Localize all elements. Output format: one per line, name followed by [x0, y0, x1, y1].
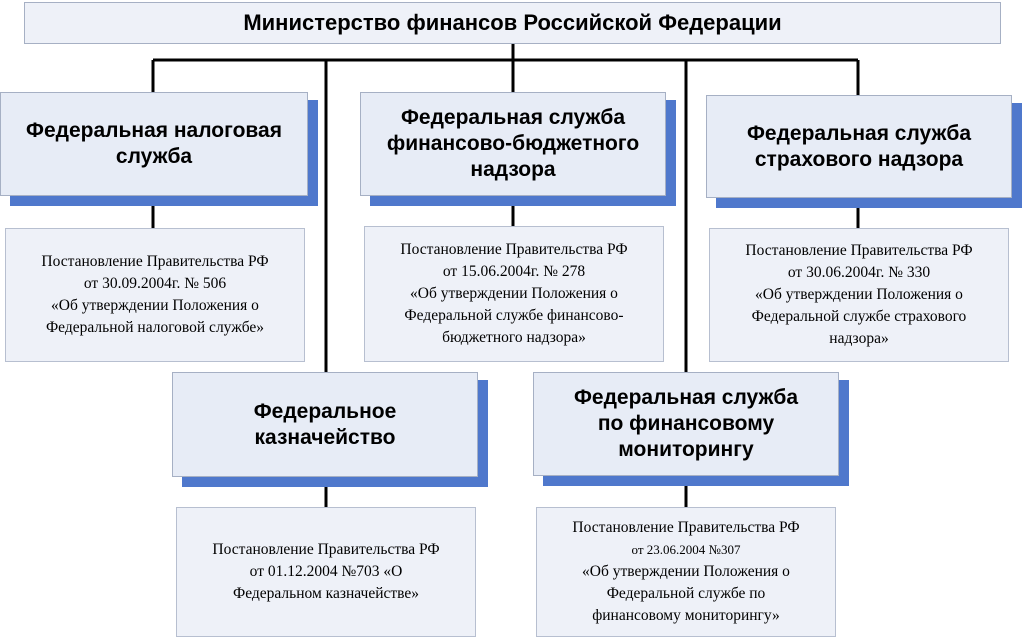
regulation-line: Федеральной налоговой службе» — [45, 319, 265, 336]
service-box-monitoring: Федеральная служба по финансовому монито… — [533, 372, 839, 476]
regulation-line: «Об утверждении Положения о — [410, 285, 618, 302]
regulation-line: Постановление Правительства РФ — [41, 253, 269, 270]
regulation-box-tax: Постановление Правительства РФ от 30.09.… — [5, 228, 305, 362]
regulation-line: Постановление Правительства РФ — [745, 242, 973, 259]
regulation-box-monitoring: Постановление Правительства РФ от 23.06.… — [536, 507, 836, 637]
regulation-line: от 30.09.2004г. № 506 — [83, 275, 227, 292]
service-box-treasury: Федеральное казначейство — [172, 372, 478, 477]
regulation-box-budget: Постановление Правительства РФ от 15.06.… — [364, 226, 664, 362]
regulation-line: Федеральном казначействе» — [232, 585, 420, 602]
regulation-line: от 15.06.2004г. № 278 — [442, 263, 586, 280]
regulation-line: Федеральной службе финансово- — [404, 307, 624, 324]
regulation-line: «Об утверждении Положения о — [51, 297, 259, 314]
regulation-line: «Об утверждении Положения о — [582, 563, 790, 580]
regulation-line: от 01.12.2004 №703 «О — [249, 563, 403, 580]
regulation-line: Федеральной службе страхового — [751, 308, 967, 325]
regulation-line: Постановление Правительства РФ — [572, 519, 800, 536]
service-box-tax: Федеральная налоговая служба — [0, 92, 308, 196]
regulation-box-insurance: Постановление Правительства РФ от 30.06.… — [709, 228, 1009, 362]
regulation-line: Постановление Правительства РФ — [400, 241, 628, 258]
regulation-line: финансовому мониторингу» — [592, 607, 780, 624]
regulation-line: «Об утверждении Положения о — [755, 286, 963, 303]
regulation-line: Постановление Правительства РФ — [212, 541, 440, 558]
regulation-line: от 23.06.2004 №307 — [631, 542, 741, 557]
service-name: Федеральная служба по финансовому монито… — [573, 386, 799, 461]
service-name: Федеральная налоговая служба — [26, 119, 282, 168]
service-name: Федеральное казначейство — [253, 399, 397, 449]
regulation-line: от 30.06.2004г. № 330 — [787, 264, 931, 281]
regulation-box-treasury: Постановление Правительства РФ от 01.12.… — [176, 507, 476, 637]
service-box-insurance: Федеральная служба страхового надзора — [706, 95, 1012, 198]
service-box-budget: Федеральная служба финансово-бюджетного … — [360, 92, 666, 196]
regulation-line: Федеральной службе по — [606, 585, 766, 602]
regulation-line: бюджетного надзора» — [442, 329, 586, 346]
service-name: Федеральная служба финансово-бюджетного … — [386, 106, 640, 181]
ministry-title: Министерство финансов Российской Федерац… — [243, 10, 782, 35]
service-name: Федеральная служба страхового надзора — [746, 121, 972, 171]
regulation-line: надзора» — [829, 330, 889, 347]
ministry-box: Министерство финансов Российской Федерац… — [24, 2, 1001, 44]
